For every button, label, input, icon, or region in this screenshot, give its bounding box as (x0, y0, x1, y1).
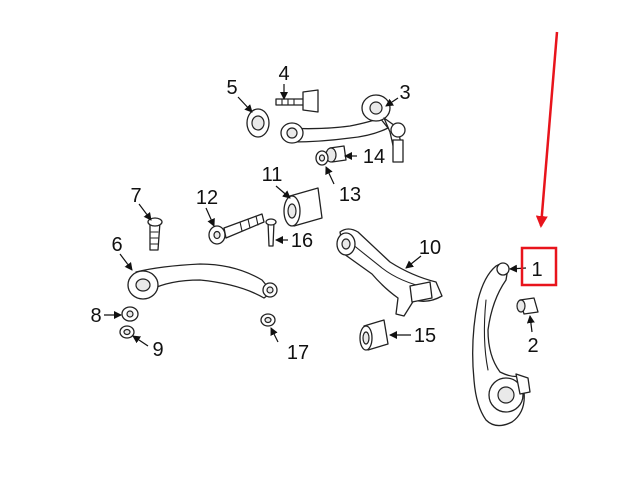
part-13-nut (315, 150, 329, 166)
leader-9 (132, 335, 149, 347)
callout-2: 2 (527, 335, 538, 357)
callout-15: 15 (414, 325, 436, 347)
highlight-arrow (535, 31, 559, 228)
leader-5 (237, 96, 253, 113)
part-7-bolt (147, 217, 163, 251)
part-8-nut (121, 306, 139, 322)
callout-16: 16 (291, 230, 313, 252)
part-11-bushing (283, 187, 323, 227)
callout-4: 4 (278, 63, 289, 85)
leader-13 (325, 166, 335, 185)
part-15-bushing (359, 319, 389, 351)
callout-14: 14 (363, 146, 385, 168)
highlight-box (520, 246, 558, 287)
part-16-bolt (265, 218, 277, 247)
callout-7: 7 (130, 185, 141, 207)
part-10-lower-arm (336, 228, 443, 317)
callout-3: 3 (399, 82, 410, 104)
part-1-steering-knuckle (472, 262, 531, 427)
callout-8: 8 (90, 305, 101, 327)
leader-2 (526, 315, 535, 333)
part-6-lower-control-arm (127, 263, 278, 300)
callout-5: 5 (226, 77, 237, 99)
leader-lines (104, 84, 535, 347)
part-2-nut (516, 297, 539, 315)
callout-6: 6 (111, 234, 122, 256)
callout-1: 1 (531, 259, 542, 281)
part-14-bushing (325, 145, 347, 163)
leader-1 (509, 264, 527, 273)
callout-13: 13 (339, 184, 361, 206)
part-5-eccentric-washer (246, 108, 270, 138)
callout-9: 9 (152, 339, 163, 361)
leader-6 (119, 253, 133, 271)
callout-labels: 1 2 3 4 5 6 7 8 9 10 11 12 13 14 15 16 1… (90, 63, 542, 364)
leader-11 (275, 185, 291, 199)
part-3-upper-control-arm (280, 94, 406, 163)
callout-17: 17 (287, 342, 309, 364)
leader-7 (138, 203, 152, 221)
callout-12: 12 (196, 187, 218, 209)
part-4-bolt (275, 89, 319, 113)
part-17-nut (260, 313, 276, 327)
part-9-nut (119, 325, 135, 339)
leader-10 (405, 255, 422, 269)
callout-11: 11 (262, 164, 283, 186)
callout-10: 10 (419, 237, 441, 259)
leader-17 (270, 327, 279, 343)
leader-3 (385, 97, 399, 107)
leader-12 (205, 207, 215, 227)
part-12-bolt (208, 213, 265, 245)
